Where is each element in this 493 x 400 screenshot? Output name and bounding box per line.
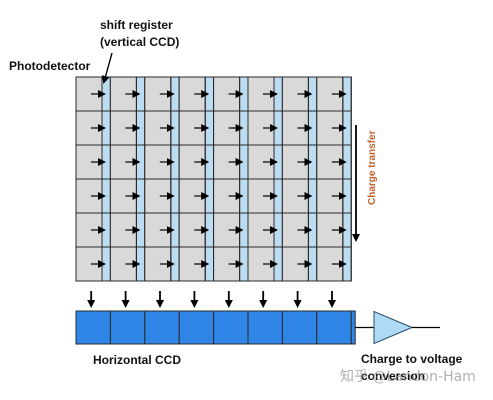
- photodetector-cell: [144, 246, 172, 282]
- watermark: 知乎 @Landon-Ham: [340, 369, 476, 385]
- vertical-ccd-label: (vertical CCD): [100, 35, 180, 49]
- horizontal-ccd: [75, 310, 440, 345]
- charge-to-voltage-label: Charge to voltage: [361, 352, 463, 366]
- horizontal-ccd-cell: [213, 310, 249, 345]
- horizontal-ccd-output: [350, 310, 356, 345]
- horizontal-ccd-cell: [247, 310, 283, 345]
- charge-transfer-label: Charge transfer: [367, 130, 378, 205]
- conversion-label: conversion: [361, 369, 426, 383]
- horizontal-ccd-cell: [75, 310, 111, 345]
- horizontal-ccd-cell: [144, 310, 180, 345]
- photodetector-cell: [281, 246, 309, 282]
- horizontal-ccd-cell: [281, 310, 318, 345]
- triangle-amplifier-icon: [373, 310, 414, 345]
- shift-register-pointer: [101, 52, 113, 84]
- horizontal-ccd-label: Horizontal CCD: [93, 353, 181, 367]
- horizontal-ccd-cell: [178, 310, 215, 345]
- photodetector-label: Photodetector: [9, 59, 91, 73]
- horizontal-ccd-cell: [316, 310, 352, 345]
- pixel-array: [75, 76, 352, 282]
- annotation-lines: [101, 52, 360, 242]
- photodetector-cell: [281, 76, 309, 112]
- vertical-to-horizontal-arrows: [87, 291, 336, 308]
- horizontal-ccd-cell: [109, 310, 146, 345]
- shift-register-label: shift register: [100, 18, 173, 32]
